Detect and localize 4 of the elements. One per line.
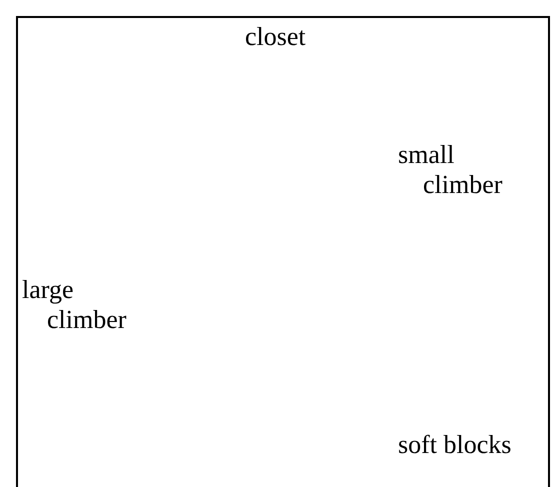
- area-label: closet: [245, 22, 306, 52]
- area-label: small climber: [398, 140, 504, 200]
- area-label: large climber: [22, 275, 128, 335]
- area-label: soft blocks: [398, 430, 512, 460]
